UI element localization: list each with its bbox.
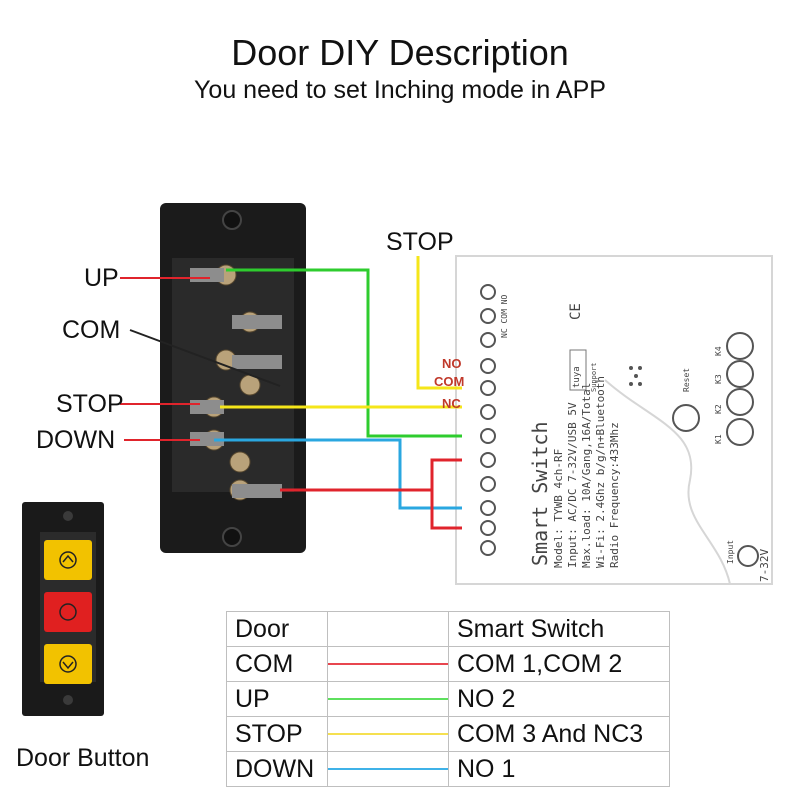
legend-door-cell: DOWN — [226, 751, 328, 787]
k-buttons — [672, 332, 754, 446]
tuya-support: Support — [590, 362, 598, 392]
wire-com-red — [280, 458, 462, 492]
legend-color-cell — [327, 646, 449, 682]
wire-com-black — [129, 329, 281, 387]
input-terminal — [737, 545, 759, 567]
legend-door-cell: COM — [226, 646, 328, 682]
door-terminal-block — [160, 203, 306, 553]
legend-switch-cell: COM 1,COM 2 — [448, 646, 670, 682]
stop-icon — [59, 603, 77, 621]
down-arrow-icon — [59, 655, 77, 673]
label-up: UP — [84, 264, 119, 292]
door-button-up — [44, 540, 92, 580]
tuya-badge — [569, 349, 587, 391]
legend-header-color — [327, 611, 449, 647]
wiring-legend-table: Door Smart Switch COM COM 1,COM 2 UP NO … — [226, 611, 670, 787]
wire-up-green — [226, 268, 462, 438]
label-com-small: COM — [434, 374, 465, 389]
page-subtitle: You need to set Inching mode in APP — [194, 76, 606, 104]
legend-color-cell — [327, 751, 449, 787]
input-label: Input — [726, 539, 735, 564]
legend-switch-cell: NO 2 — [448, 681, 670, 717]
label-nc: NC — [442, 396, 461, 411]
switch-max-load: Max.load: 10A/Gang,16A/Total — [580, 382, 593, 568]
legend-row: STOP COM 3 And NC3 — [226, 716, 670, 752]
key-k2: K2 — [714, 404, 723, 414]
legend-row: UP NO 2 — [226, 681, 670, 717]
reset-button — [672, 404, 700, 432]
legend-row: COM COM 1,COM 2 — [226, 646, 670, 682]
reset-label: Reset — [682, 367, 691, 392]
legend-swatch — [328, 698, 448, 700]
door-button-down — [44, 644, 92, 684]
door-button-caption: Door Button — [16, 744, 150, 772]
switch-title: Smart Switch — [528, 421, 552, 567]
legend-door-cell: UP — [226, 681, 328, 717]
legend-door-cell: STOP — [226, 716, 328, 752]
label-stop-top: STOP — [386, 228, 454, 256]
status-dots — [629, 366, 642, 386]
smart-switch-module — [455, 255, 773, 585]
legend-row: DOWN NO 1 — [226, 751, 670, 787]
switch-wifi: Wi-Fi: 2.4Ghz b/g/n+Bluetooth — [594, 375, 607, 568]
label-stop: STOP — [56, 390, 124, 418]
key-k1: K1 — [714, 434, 723, 444]
ce-mark: CE — [568, 303, 584, 320]
key-k4: K4 — [714, 346, 723, 356]
legend-swatch — [328, 663, 448, 665]
legend-header-row: Door Smart Switch — [226, 611, 670, 647]
tuya-brand: tuya — [572, 366, 582, 388]
legend-header-switch: Smart Switch — [448, 611, 670, 647]
label-no: NO — [442, 356, 462, 371]
legend-swatch — [328, 768, 448, 770]
switch-terminals — [480, 284, 496, 556]
legend-switch-cell: COM 3 And NC3 — [448, 716, 670, 752]
switch-model: Model: TYWB 4ch-RF — [552, 448, 565, 568]
wires — [120, 256, 462, 530]
legend-swatch — [328, 733, 448, 735]
key-k3: K3 — [714, 374, 723, 384]
switch-radio: Radio Frequency:433Mhz — [608, 422, 621, 568]
voltage-label: 7-32V — [758, 548, 771, 582]
door-button-stop — [44, 592, 92, 632]
page-title: Door DIY Description — [231, 32, 569, 73]
wire-stop-yellow-top — [416, 256, 462, 390]
label-com: COM — [62, 316, 121, 344]
up-arrow-icon — [59, 551, 77, 569]
legend-header-door: Door — [226, 611, 328, 647]
switch-terminal-label: NC COM NO — [500, 294, 509, 338]
label-down: DOWN — [36, 426, 116, 454]
legend-color-cell — [327, 716, 449, 752]
switch-input: Input: AC/DC 7-32V/USB 5V — [566, 402, 579, 568]
wire-com-red-2 — [430, 490, 462, 530]
legend-switch-cell: NO 1 — [448, 751, 670, 787]
legend-color-cell — [327, 681, 449, 717]
door-button-panel — [22, 502, 104, 716]
